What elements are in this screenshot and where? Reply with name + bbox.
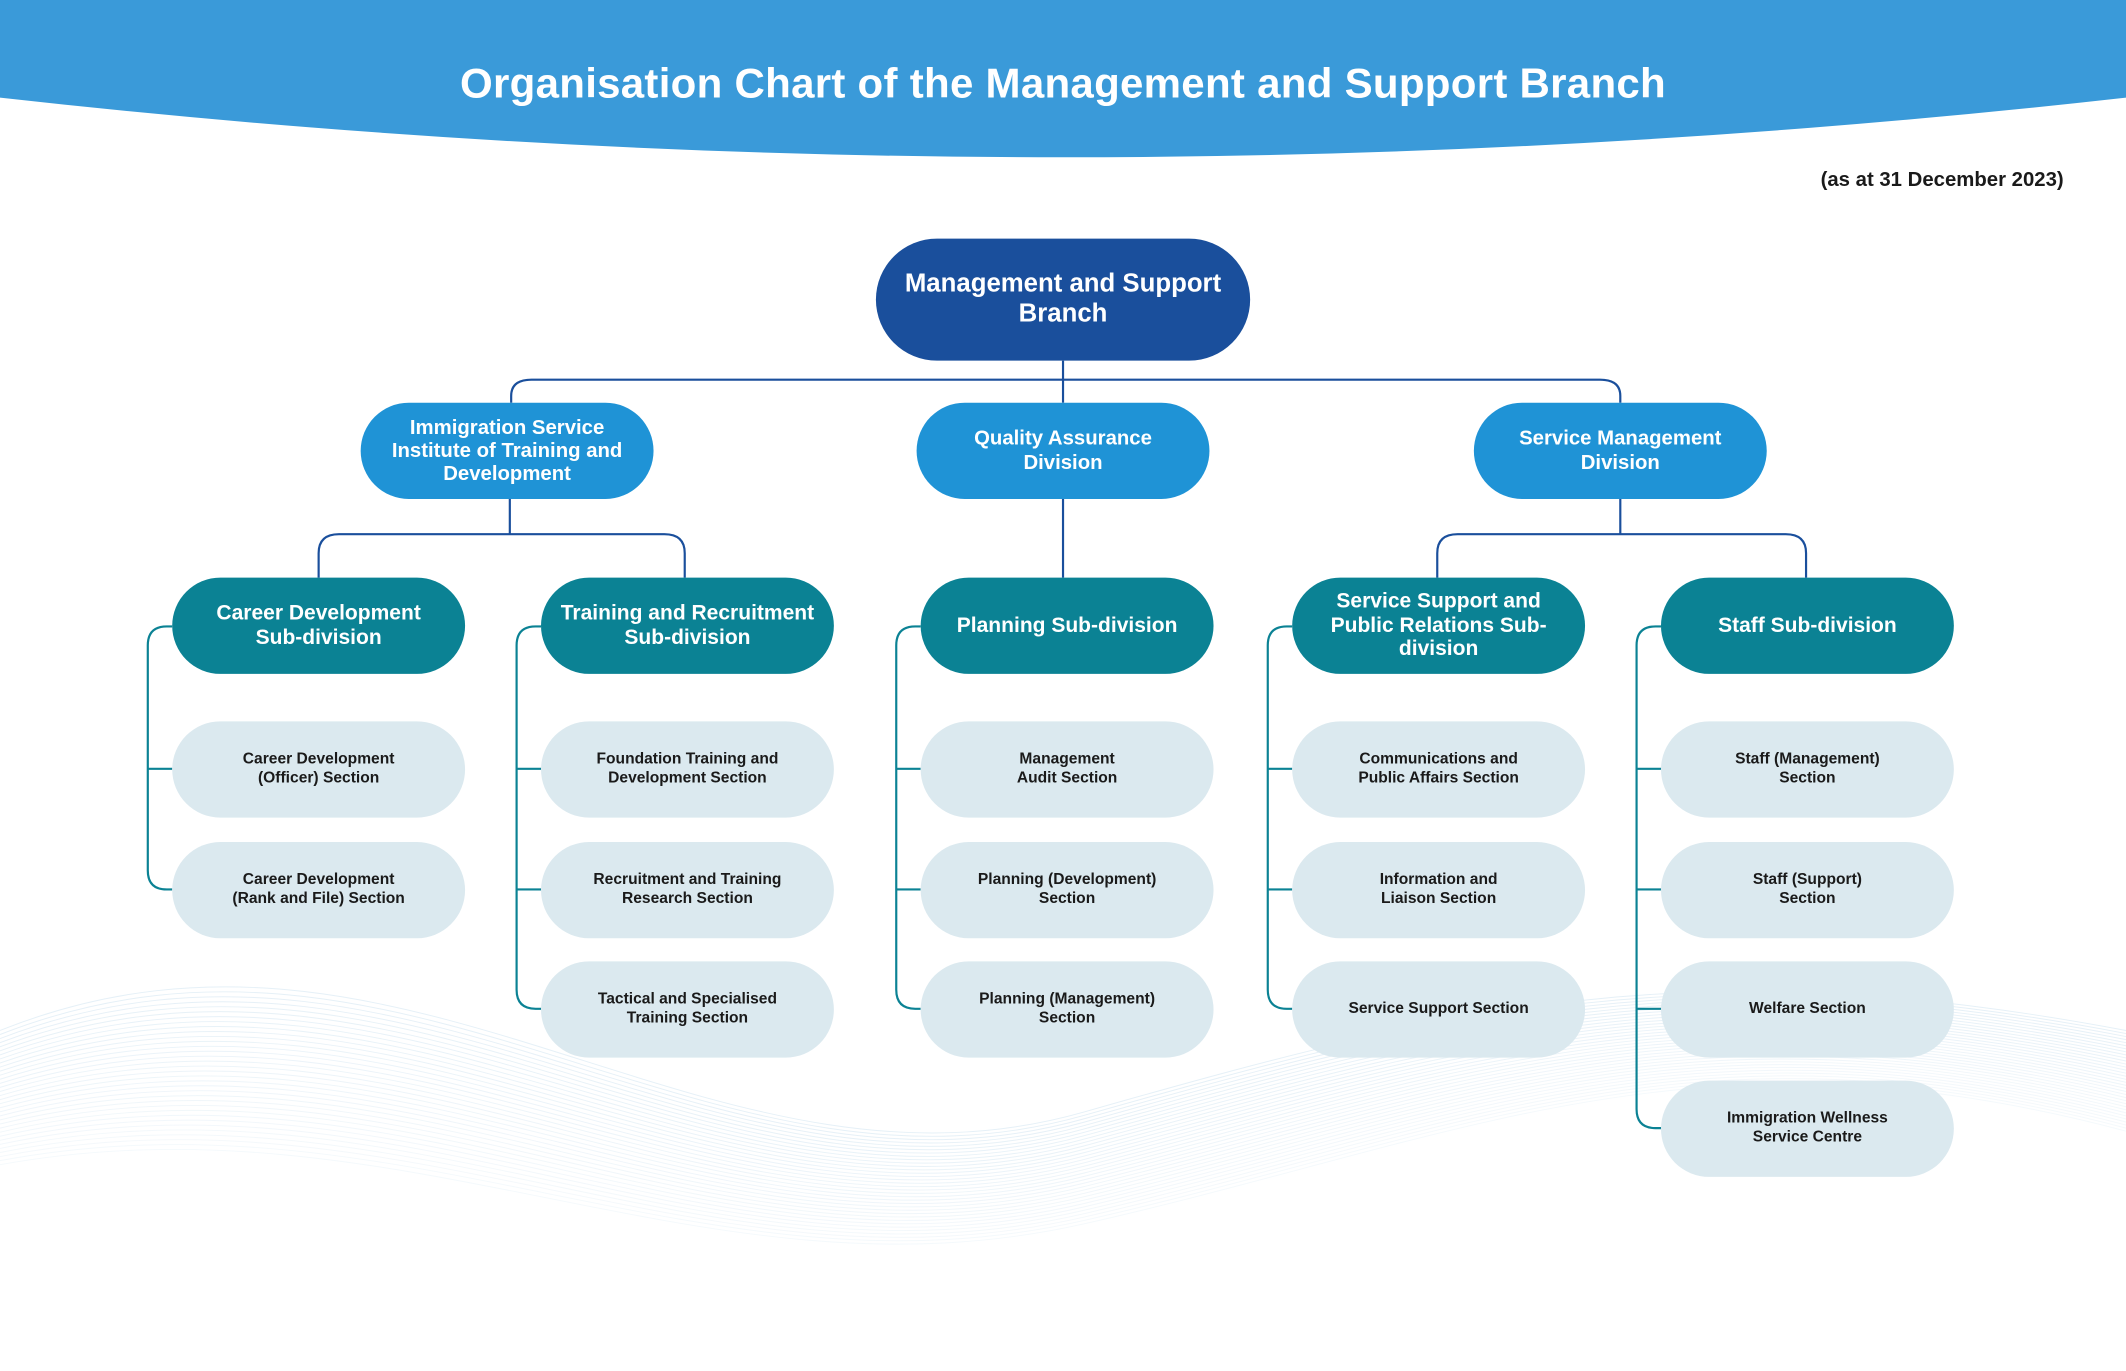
wave-line — [0, 1069, 2126, 1228]
subdivision-label: Career Development Sub-division — [216, 601, 421, 649]
connector-service-mgmt-bar — [1436, 533, 1808, 578]
section-label: Staff (Support) Section — [1752, 872, 1862, 907]
section-label: Tactical and Specialised Training Sectio… — [597, 991, 777, 1026]
connector-top-bar — [510, 378, 1622, 403]
section-information-liaison: Information and Liaison Section — [1292, 842, 1586, 939]
section-planning-management: Planning (Management) Section — [920, 961, 1214, 1058]
section-welfare: Welfare Section — [1660, 961, 1954, 1058]
section-label: Immigration Wellness Service Centre — [1726, 1110, 1888, 1146]
wave-line — [0, 1075, 2126, 1235]
section-career-development-officer: Career Development (Officer) Section — [172, 721, 466, 818]
section-label: Information and Liaison Section — [1379, 872, 1498, 907]
section-bracket-2 — [895, 625, 921, 1010]
section-immigration-wellness-centre: Immigration Wellness Service Centre — [1660, 1080, 1954, 1177]
section-bracket-3 — [1266, 625, 1293, 1010]
section-bracket-4 — [1635, 625, 1661, 1130]
wave-line — [0, 1058, 2126, 1215]
wave-line — [0, 1064, 2126, 1221]
section-service-support: Service Support Section — [1292, 961, 1586, 1058]
subdivision-service-support-pr: Service Support and Public Relations Sub… — [1292, 577, 1586, 674]
wave-line — [0, 1078, 2126, 1238]
section-staff-support: Staff (Support) Section — [1660, 842, 1954, 939]
division-label: Immigration Service Institute of Trainin… — [391, 415, 623, 486]
wave-line — [0, 1061, 2126, 1218]
wave-line — [0, 1066, 2126, 1225]
subdivision-label: Staff Sub-division — [1718, 613, 1897, 637]
section-label: Communications and Public Affairs Sectio… — [1358, 751, 1519, 786]
division-quality-assurance: Quality Assurance Division — [916, 402, 1210, 499]
section-label: Career Development (Officer) Section — [242, 751, 395, 786]
section-bracket-1 — [515, 625, 542, 1010]
wave-line — [0, 1072, 2126, 1232]
section-planning-development: Planning (Development) Section — [920, 842, 1214, 939]
subdivision-planning: Planning Sub-division — [920, 577, 1214, 674]
section-foundation-training: Foundation Training and Development Sect… — [541, 721, 834, 818]
subdivision-staff: Staff Sub-division — [1660, 577, 1954, 674]
section-communications-public-affairs: Communications and Public Affairs Sectio… — [1292, 721, 1586, 818]
top-node-label: Management and Support Branch — [904, 270, 1222, 329]
section-tactical-training: Tactical and Specialised Training Sectio… — [541, 961, 834, 1058]
division-service-management: Service Management Division — [1473, 402, 1767, 499]
section-label: Planning (Development) Section — [977, 872, 1157, 907]
division-training-institute: Immigration Service Institute of Trainin… — [360, 402, 654, 499]
section-staff-management: Staff (Management) Section — [1660, 721, 1954, 818]
section-label: Service Support Section — [1348, 1000, 1529, 1017]
page-title: Organisation Chart of the Management and… — [460, 59, 1666, 108]
top-node-management-support-branch: Management and Support Branch — [875, 238, 1251, 361]
section-label: Recruitment and Training Research Sectio… — [593, 872, 782, 907]
connector-institute-bar — [317, 533, 686, 578]
section-label: Welfare Section — [1749, 1000, 1866, 1017]
section-label: Staff (Management) Section — [1735, 751, 1880, 786]
section-label: Career Development (Rank and File) Secti… — [232, 872, 405, 907]
division-label: Service Management Division — [1519, 427, 1722, 474]
subdivision-label: Training and Recruitment Sub-division — [560, 601, 815, 649]
subdivision-label: Planning Sub-division — [956, 613, 1178, 637]
section-career-development-rank-file: Career Development (Rank and File) Secti… — [172, 842, 466, 939]
division-label: Quality Assurance Division — [974, 427, 1152, 474]
section-label: Management Audit Section — [1016, 751, 1118, 786]
subdivision-label: Service Support and Public Relations Sub… — [1330, 589, 1547, 661]
subdivision-career-development: Career Development Sub-division — [172, 577, 466, 674]
section-label: Foundation Training and Development Sect… — [596, 751, 779, 786]
as-at-date: (as at 31 December 2023) — [1820, 168, 2064, 192]
header-banner — [0, 0, 2126, 158]
section-bracket-0 — [146, 625, 173, 891]
section-label: Planning (Management) Section — [979, 991, 1156, 1026]
section-recruitment-research: Recruitment and Training Research Sectio… — [541, 842, 834, 939]
section-management-audit: Management Audit Section — [920, 721, 1214, 818]
subdivision-training-recruitment: Training and Recruitment Sub-division — [541, 577, 834, 674]
